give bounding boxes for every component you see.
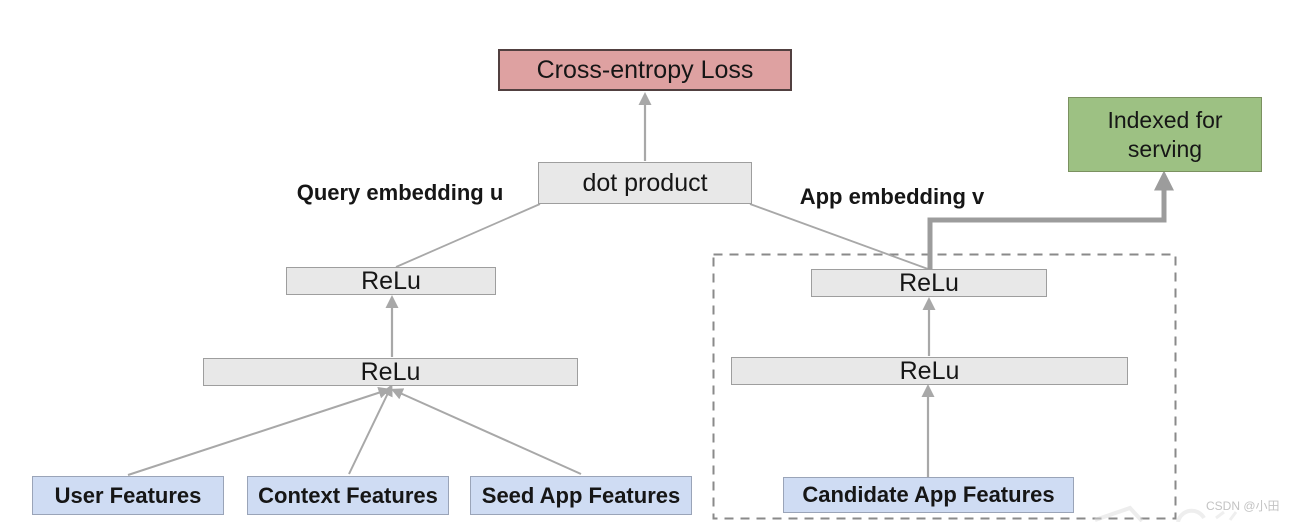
app-tower-dashed-box <box>712 253 1177 520</box>
node-relu-app-top: ReLu <box>811 269 1047 297</box>
csdn-watermark: CSDN @小田 <box>1206 499 1280 513</box>
edge-user-to-relu <box>127 386 391 476</box>
node-indexed-for-serving: Indexed for serving <box>1068 97 1262 172</box>
node-relu-query-top: ReLu <box>286 267 496 295</box>
node-dot-product: dot product <box>538 162 752 204</box>
node-relu-query-bottom: ReLu <box>203 358 578 386</box>
node-seed-app-features: Seed App Features <box>470 476 692 515</box>
edge-apprelu-to-dotproduct <box>749 203 929 270</box>
label-query-embedding-u: Query embedding u <box>296 180 504 205</box>
node-relu-app-bottom: ReLu <box>731 357 1128 385</box>
edge-apprelu-to-indexed <box>927 170 1174 270</box>
edge-context-to-relu <box>348 383 393 475</box>
edge-queryrelu-to-dotproduct <box>395 203 541 268</box>
label-app-embedding-v: App embedding v <box>799 184 985 209</box>
node-user-features: User Features <box>32 476 224 515</box>
node-cross-entropy-loss: Cross-entropy Loss <box>498 49 792 91</box>
edge-seed-to-relu <box>390 388 582 475</box>
node-candidate-app-features: Candidate App Features <box>783 477 1074 513</box>
faint-logo-ghost <box>1094 505 1238 522</box>
node-context-features: Context Features <box>247 476 449 515</box>
